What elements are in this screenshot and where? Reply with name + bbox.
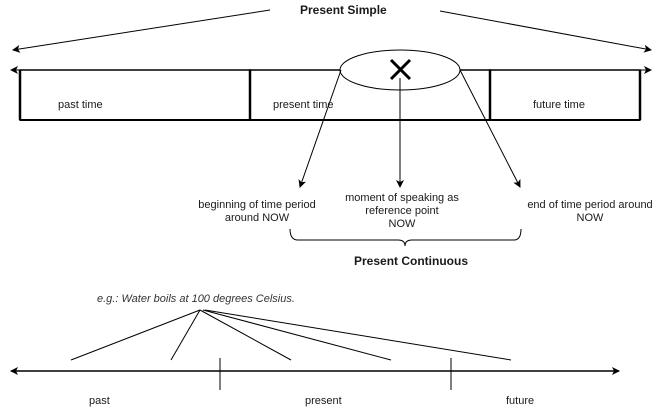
timeline-label-past: past: [89, 395, 110, 407]
present-simple-arrow-right: [439, 10, 652, 53]
example-text: Water boils at 100 degrees Celsius.: [121, 293, 295, 305]
present-simple-arrow-left: [12, 9, 271, 53]
segment-label-future: future time: [533, 99, 585, 111]
present-continuous-label: Present Continuous: [354, 254, 469, 268]
example-sentence: e.g.: Water boils at 100 degrees Celsius…: [97, 293, 295, 306]
example-prefix: e.g.:: [97, 293, 119, 305]
segment-past: [19, 69, 251, 121]
label-line: beginning of time period: [198, 199, 316, 211]
pointer-arrow-beginning: [298, 69, 342, 188]
present-continuous-brace: [289, 228, 522, 247]
timeline-label-future: future: [506, 395, 535, 407]
label-line: reference point: [365, 205, 439, 217]
timeline-label-present: present: [305, 395, 342, 407]
label-line: NOW: [576, 212, 604, 224]
label-line: NOW: [388, 218, 416, 230]
label-line: around NOW: [224, 212, 290, 224]
label-line: moment of speaking as: [345, 192, 459, 204]
present-simple-title: Present Simple: [300, 3, 387, 17]
example-fan-lines: [70, 309, 512, 361]
segment-label-present: present time: [273, 99, 334, 111]
pointer-label-end: end of time period around NOW: [520, 199, 660, 225]
pointer-label-beginning: beginning of time period around NOW: [192, 199, 322, 225]
pointer-label-moment: moment of speaking as reference point NO…: [342, 192, 462, 231]
segment-label-past: past time: [58, 99, 103, 111]
x-marker-icon: [389, 58, 412, 81]
pointer-arrow-end: [459, 69, 521, 188]
label-line: end of time period around: [527, 199, 653, 211]
segment-future: [489, 69, 641, 121]
